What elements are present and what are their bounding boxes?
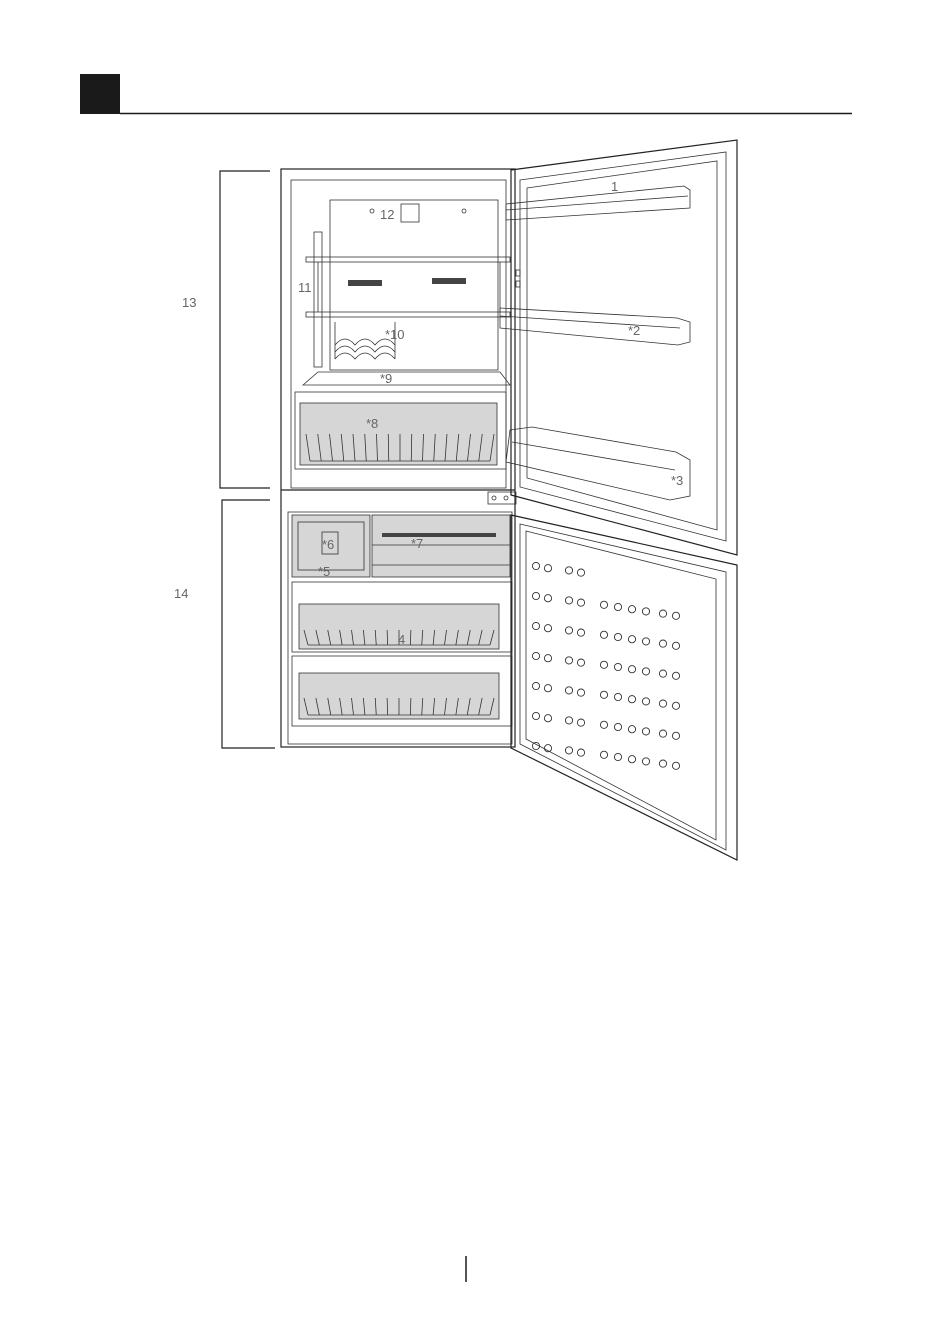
- label-10: *10: [385, 327, 405, 342]
- label-13: 13: [182, 295, 196, 310]
- freezer-door: [511, 515, 737, 860]
- label-7: *7: [411, 536, 423, 551]
- label-8: *8: [366, 416, 378, 431]
- bracket-freezer-section: [222, 500, 275, 748]
- label-12: 12: [380, 207, 394, 222]
- middle-hinge: [488, 492, 516, 504]
- door-shelf-middle: [500, 308, 690, 345]
- bracket-fridge-section: [220, 171, 270, 488]
- ice-bank-bar: [382, 533, 496, 537]
- label-1: 1: [611, 179, 618, 194]
- fridge-door: [511, 140, 737, 555]
- light-switch-icon: [401, 204, 419, 222]
- label-5: *5: [318, 564, 330, 579]
- crisper-drawer: [295, 392, 506, 469]
- label-4: 4: [398, 632, 405, 647]
- crisper-cover: [303, 372, 510, 385]
- vent-right: [432, 278, 466, 284]
- label-11: 11: [298, 280, 312, 295]
- label-2: *2: [628, 323, 640, 338]
- glass-shelves: [306, 257, 510, 317]
- door-bottle-shelf: [506, 427, 690, 500]
- door-shelf-top: [506, 186, 690, 220]
- freezer-drawer-lower: [292, 656, 512, 726]
- vent-left: [348, 280, 382, 286]
- label-9: *9: [380, 371, 392, 386]
- label-3: *3: [671, 473, 683, 488]
- section-marker-square: [80, 74, 120, 114]
- label-6: *6: [322, 537, 334, 552]
- label-14: 14: [174, 586, 188, 601]
- freezer-door-dimples: [532, 562, 679, 769]
